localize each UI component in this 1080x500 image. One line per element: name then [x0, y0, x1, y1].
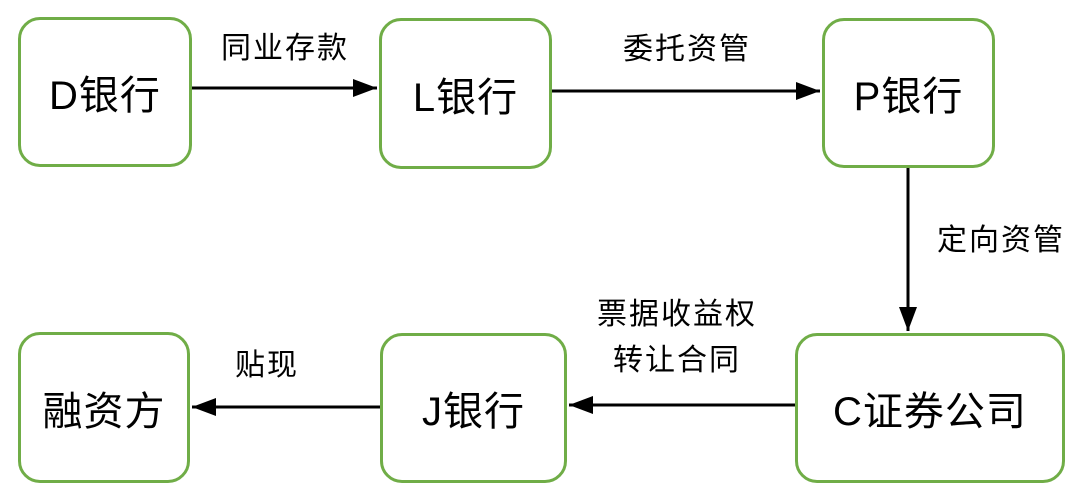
node-financier: 融资方 — [18, 332, 190, 483]
edge-label-bill-income-rights: 票据收益权 转让合同 — [597, 292, 757, 384]
node-securities-c-label: C证券公司 — [833, 390, 1027, 434]
node-bank-j: J银行 — [380, 333, 567, 483]
node-bank-d-label: D银行 — [49, 74, 161, 118]
node-bank-l: L银行 — [379, 18, 552, 169]
edge-label-bill-income-rights-line1: 票据收益权 — [597, 298, 757, 331]
edge-label-bill-income-rights-line2: 转让合同 — [613, 344, 741, 377]
node-bank-j-label: J银行 — [422, 390, 525, 434]
node-bank-d: D银行 — [18, 17, 192, 167]
node-bank-p-label: P银行 — [853, 75, 964, 119]
edge-label-entrusted-am: 委托资管 — [623, 33, 751, 66]
node-securities-c: C证券公司 — [795, 333, 1065, 483]
edge-label-discount: 贴现 — [235, 349, 299, 382]
node-financier-label: 融资方 — [42, 389, 166, 434]
node-bank-l-label: L银行 — [412, 75, 519, 120]
edge-label-interbank-deposit: 同业存款 — [221, 32, 349, 65]
edge-label-targeted-am: 定向资管 — [937, 224, 1065, 257]
node-bank-p: P银行 — [822, 18, 995, 168]
